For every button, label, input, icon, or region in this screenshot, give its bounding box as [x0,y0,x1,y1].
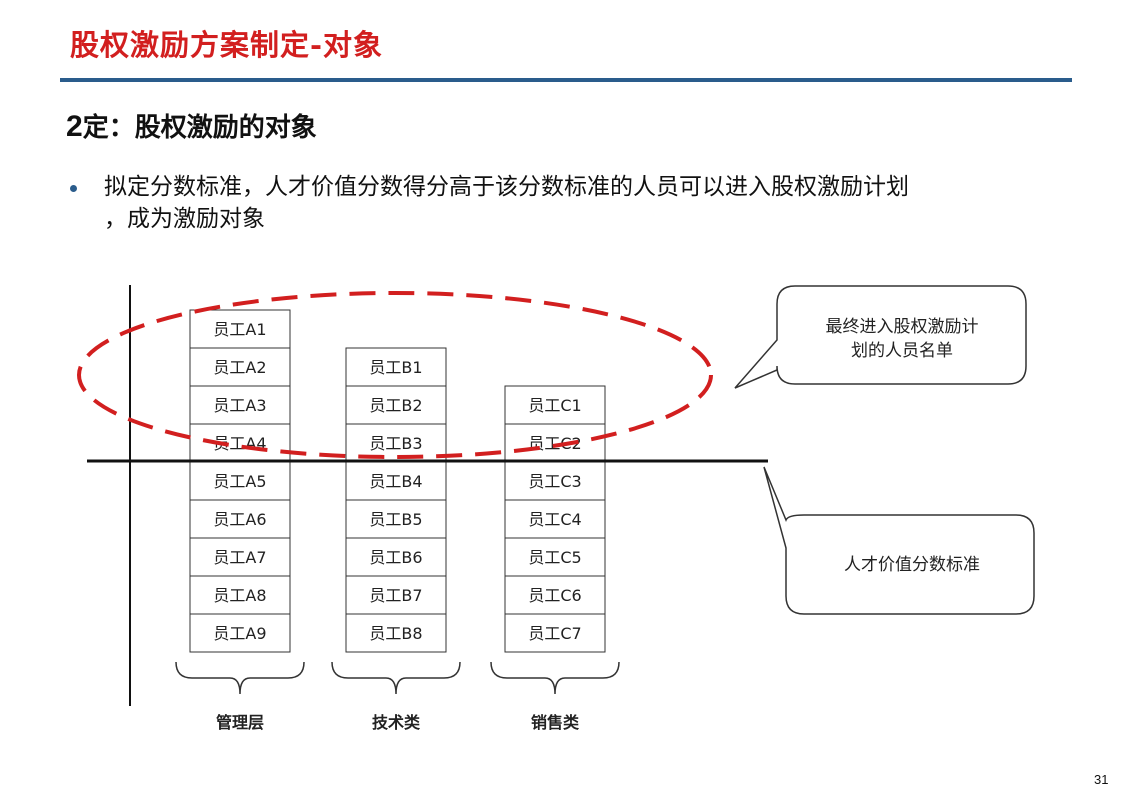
employee-box [189,385,291,425]
employee-box [504,537,606,577]
heading-text: 定：股权激励的对象 [82,113,317,143]
heading-number: 2 [66,110,83,143]
employee-label: 员工A2 [213,358,266,377]
column-braces: 管理层 技术类 销售类 [175,661,620,732]
employee-label: 员工A5 [213,472,266,491]
column-technical: 员工B1 员工B2 员工B3 员工B4 员工B5 员工B6 员工B7 员工B8 [345,347,447,653]
bullet-paragraph: 拟定分数标准，人才价值分数得分高于该分数标准的人员可以进入股权激励计划 ，成为激… [104,171,1074,235]
column-label-management: 管理层 [216,713,264,732]
bullet-line-2: ，成为激励对象 [104,206,265,232]
brace-sales [490,661,620,695]
employee-label: 员工B3 [369,434,422,453]
employee-label: 员工A3 [213,396,266,415]
employee-box [189,309,291,349]
employee-label: 员工B5 [369,510,422,529]
employee-box [504,575,606,615]
callout-final-list [734,285,1027,389]
employee-label: 员工A9 [213,624,266,643]
column-label-sales: 销售类 [531,713,580,732]
callout-final-list-line1: 最终进入股权激励计 [826,317,979,337]
employee-box [345,461,447,501]
column-sales: 员工C1 员工C2 员工C3 员工C4 员工C5 员工C6 员工C7 [504,385,606,653]
employee-label: 员工A7 [213,548,266,567]
section-heading: 2定：股权激励的对象 [66,107,317,144]
employee-box [345,575,447,615]
employee-box [189,461,291,501]
employee-label: 员工B2 [369,396,422,415]
employee-label: 员工A6 [213,510,266,529]
callout-final-list-line2: 划的人员名单 [851,341,953,361]
employee-label: 员工C5 [528,548,581,567]
employee-label: 员工B8 [369,624,422,643]
employee-box [345,385,447,425]
callout-score-standard-text: 人才价值分数标准 [844,555,980,575]
employee-label: 员工A1 [213,320,266,339]
callout-score-standard [763,466,1035,615]
title-divider [60,78,1072,82]
employee-box [504,423,606,463]
employee-label: 员工C1 [528,396,581,415]
employee-box [189,613,291,653]
brace-management [175,661,305,695]
employee-label: 员工B1 [369,358,422,377]
employee-box [504,461,606,501]
employee-label: 员工C6 [528,586,581,605]
employee-box [345,499,447,539]
page-number: 31 [1094,772,1109,787]
employee-box [189,499,291,539]
employee-label: 员工B6 [369,548,422,567]
slide-title: 股权激励方案制定-对象 [70,28,384,62]
employee-label: 员工C2 [528,434,581,453]
bullet-line-1: 拟定分数标准，人才价值分数得分高于该分数标准的人员可以进入股权激励计划 [104,174,909,200]
employee-label: 员工A8 [213,586,266,605]
employee-label: 员工C7 [528,624,581,643]
employee-box [189,575,291,615]
brace-technical [331,661,461,695]
employee-box [504,613,606,653]
employee-box [345,613,447,653]
employee-box [189,537,291,577]
employee-label: 员工C3 [528,472,581,491]
column-label-technical: 技术类 [372,713,421,732]
employee-label: 员工B7 [369,586,422,605]
employee-box [345,537,447,577]
employee-box [189,347,291,387]
employee-box [189,423,291,463]
selection-ellipse [77,291,713,459]
bullet-icon [70,185,77,192]
employee-label: 员工B4 [369,472,422,491]
employee-label: 员工C4 [528,510,581,529]
